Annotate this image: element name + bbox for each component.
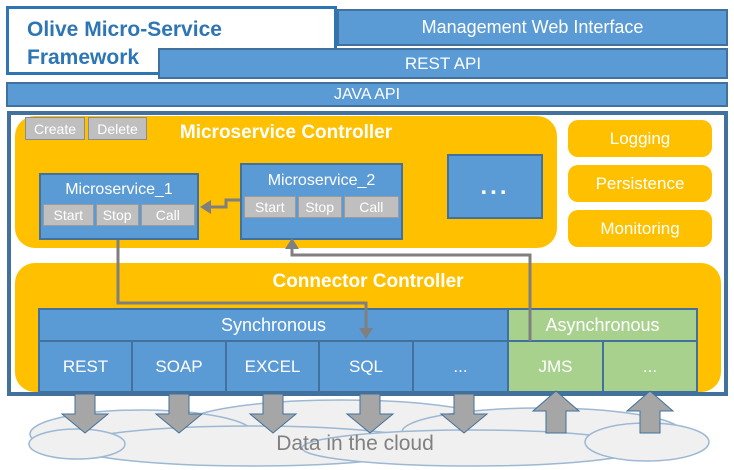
cloud-shape [301, 429, 643, 467]
down-arrow-excel [248, 393, 298, 434]
connector-jms: JMS [507, 340, 604, 393]
start-button[interactable]: Start [43, 204, 94, 226]
microservice-1-box: Microservice_1 Start Stop Call [39, 173, 199, 240]
delete-button[interactable]: Delete [88, 117, 147, 140]
monitoring-module: Monitoring [568, 210, 712, 247]
synchronous-header: Synchronous [38, 308, 509, 342]
framework-title-line2: Framework [27, 46, 140, 69]
create-button[interactable]: Create [25, 117, 85, 140]
java-api-bar: JAVA API [6, 82, 728, 107]
cloud-shape [71, 425, 433, 467]
connector-sync-more: ... [412, 340, 509, 393]
logging-module: Logging [568, 120, 712, 157]
connector-soap: SOAP [131, 340, 227, 393]
microservice-2-name: Microservice_2 [267, 171, 376, 189]
call-button[interactable]: Call [140, 204, 195, 226]
cloud-shape [29, 409, 255, 459]
data-cloud: Data in the cloud [28, 399, 710, 467]
call-button[interactable]: Call [343, 196, 399, 218]
cloud-shape [181, 399, 503, 453]
microservice-2-box: Microservice_2 Start Stop Call [240, 163, 403, 240]
cloud-shape [28, 428, 126, 460]
rest-api-bar: REST API [158, 48, 728, 79]
cloud-shape [401, 407, 683, 457]
microservice-2-buttons: Start Stop Call [242, 196, 401, 218]
cloud-label: Data in the cloud [276, 432, 434, 455]
stop-button[interactable]: Stop [95, 204, 139, 226]
microservice-1-name: Microservice_1 [65, 180, 173, 198]
framework-title-line1: Olive Micro-Service [27, 18, 222, 41]
connector-sql: SQL [318, 340, 414, 393]
start-button[interactable]: Start [244, 196, 296, 218]
microservice-2-footer-strip [242, 218, 401, 238]
down-arrow-rest [60, 393, 110, 434]
up-arrow-async-more [625, 390, 675, 434]
up-arrow-jms [531, 390, 581, 434]
microservice-controller-title: Microservice Controller [179, 122, 393, 143]
down-arrow-sync-more [439, 393, 489, 434]
stop-button[interactable]: Stop [297, 196, 342, 218]
more-microservices-box: ... [447, 154, 543, 219]
microservice-1-footer-strip [41, 226, 197, 238]
cloud-shape [584, 422, 710, 462]
persistence-module: Persistence [568, 165, 712, 202]
connector-async-more: ... [602, 340, 698, 393]
down-arrow-soap [154, 393, 204, 434]
asynchronous-header: Asynchronous [507, 308, 698, 342]
management-web-interface-bar: Management Web Interface [337, 9, 728, 46]
microservice-1-buttons: Start Stop Call [41, 204, 197, 226]
connector-rest: REST [38, 340, 133, 393]
down-arrow-sql [345, 393, 395, 434]
connector-excel: EXCEL [225, 340, 320, 393]
connector-controller-title: Connector Controller [272, 271, 464, 292]
